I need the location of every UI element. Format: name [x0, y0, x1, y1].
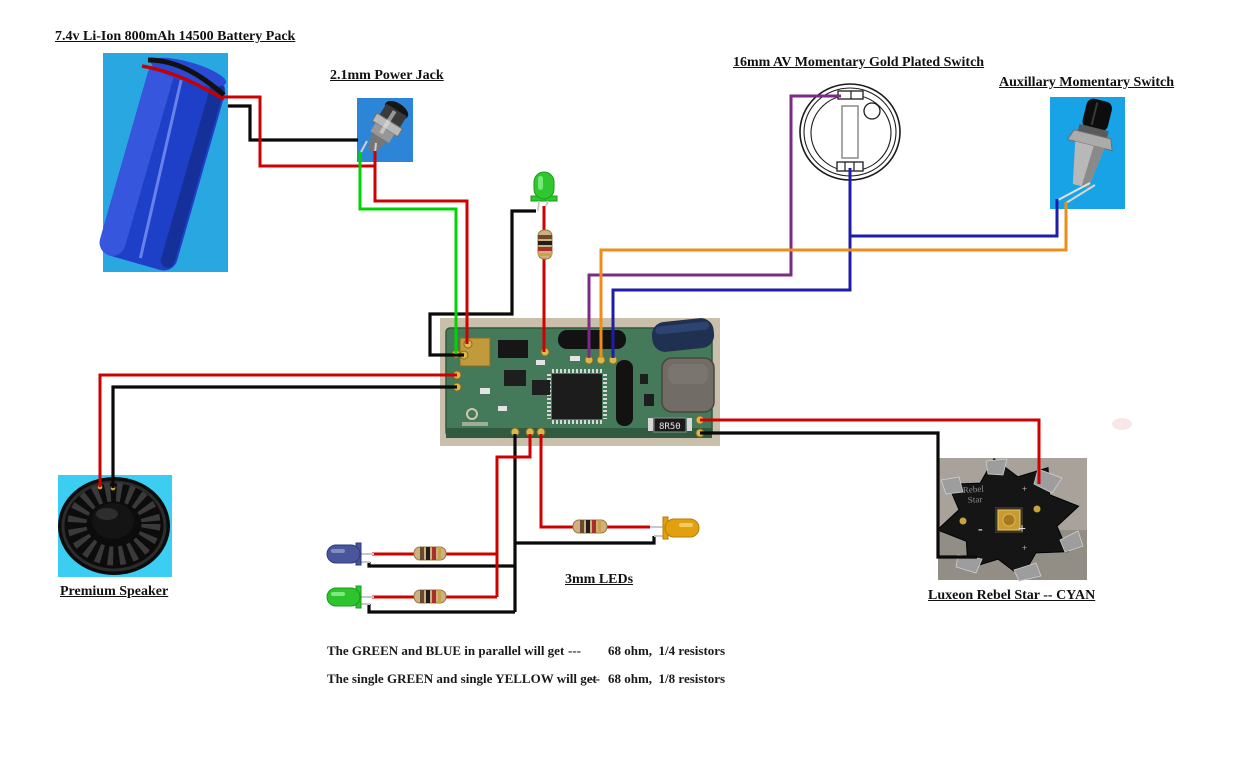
- av-switch-locator-hole: [863, 102, 881, 120]
- wire-green-led-cathode: [428, 209, 536, 357]
- note-line1-dashes: ---: [568, 643, 581, 658]
- luxeon-corner-mark: +: [1022, 484, 1027, 494]
- wire-aux-switch-orange: [599, 202, 1068, 358]
- pcb-inductor-vertical: [616, 360, 633, 426]
- note-line2-text: The single GREEN and single YELLOW will …: [327, 671, 597, 686]
- jack-lead-stub: [360, 140, 368, 153]
- av-switch-label: 16mm AV Momentary Gold Plated Switch: [733, 55, 985, 70]
- wire-luxeon-positive: [700, 418, 1041, 484]
- resistor-yellow-led: [572, 519, 608, 534]
- luxeon-brand-line1: Rebel: [962, 484, 984, 495]
- blue-led: [326, 542, 374, 566]
- wire-jack-positive: [373, 151, 469, 344]
- pcb-inductor-horizontal: [558, 330, 626, 349]
- pcb-power-resistor: [653, 417, 687, 433]
- luxeon-solder-patches: [940, 458, 1084, 582]
- luxeon-minus-mark: -: [978, 522, 983, 537]
- wire-av-switch-bottom: [611, 168, 852, 358]
- aux-switch-image: [1050, 97, 1125, 209]
- luxeon-via: [1033, 505, 1041, 513]
- battery-red-lead: [141, 64, 225, 101]
- aux-switch-label: Auxillary Momentary Switch: [999, 75, 1174, 90]
- wire-battery-negative: [228, 104, 358, 142]
- aux-lead-stub: [1057, 182, 1091, 201]
- black-wires: [111, 104, 977, 614]
- watermark-artifact: [1112, 418, 1132, 430]
- note-line2-value: 68 ohm, 1/8 resistors: [608, 671, 726, 686]
- wire-speaker-positive: [98, 373, 457, 487]
- note-line1-text: The GREEN and BLUE in parallel will get: [327, 643, 565, 658]
- aux-switch-body: [1066, 98, 1113, 188]
- jack-barrel: [367, 100, 409, 153]
- wire-yellow-led-feed: [539, 434, 650, 529]
- leds-label: 3mm LEDs: [565, 572, 634, 587]
- pcb-ic-small: [498, 340, 528, 358]
- power-jack-image: [357, 98, 413, 162]
- av-switch-drawing: [799, 83, 901, 181]
- green-led-bottom: [326, 585, 374, 609]
- speaker-blades: [67, 482, 161, 566]
- power-jack-label: 2.1mm Power Jack: [330, 68, 444, 83]
- led-lead: [545, 200, 549, 207]
- pcb-mcu-chip: [552, 374, 602, 419]
- wire-blue-led-return: [367, 562, 515, 568]
- battery-cells: [99, 57, 227, 271]
- luxeon-corner-mark: +: [1022, 543, 1027, 553]
- wire-aux-switch-blue: [850, 199, 1059, 238]
- wire-luxeon-negative: [700, 431, 977, 559]
- luxeon-brand-line2: Star: [967, 494, 982, 505]
- luxeon-plus-mark: +: [1018, 522, 1026, 537]
- navy-wires: [611, 168, 1059, 358]
- green-wires: [358, 152, 458, 354]
- resistor-green-led: [537, 229, 553, 260]
- luxeon-label: Luxeon Rebel Star -- CYAN: [928, 588, 1096, 603]
- luxeon-via: [959, 517, 967, 525]
- wire-battery-positive: [223, 95, 375, 168]
- purple-wires: [587, 94, 841, 358]
- battery-pack-image: [99, 53, 228, 272]
- luxeon-star-image: Rebel Star - + + +: [936, 457, 1087, 582]
- av-switch-actuator: [841, 105, 859, 159]
- wire-av-switch-top: [587, 94, 841, 358]
- speaker-image: [58, 475, 172, 577]
- note-line1-value: 68 ohm, 1/4 resistors: [608, 643, 726, 658]
- speaker-label: Premium Speaker: [60, 584, 169, 599]
- battery-black-lead: [147, 57, 226, 97]
- wire-jack-ground: [358, 152, 458, 354]
- wire-green-led2-return: [367, 604, 515, 614]
- jack-lead-stub: [374, 142, 377, 153]
- note-line2-dashes: ---: [587, 671, 600, 686]
- wire-parallel-led-feed: [495, 434, 532, 597]
- resistor-green-led-bottom: [413, 589, 447, 604]
- orange-wires: [599, 202, 1068, 358]
- wire-speaker-negative: [111, 385, 457, 488]
- green-led-top: [530, 171, 558, 212]
- pcb-image: 8R50: [440, 318, 720, 446]
- resistor-blue-led: [413, 546, 447, 561]
- battery-label: 7.4v Li-Ion 800mAh 14500 Battery Pack: [55, 29, 296, 44]
- speaker-dome: [92, 503, 134, 539]
- wire-yellow-led-return: [515, 536, 656, 545]
- aux-lead-stub: [1065, 184, 1096, 204]
- pcb-smd-details: [462, 356, 692, 431]
- yellow-led: [650, 516, 700, 540]
- pcb-resistor-marking: 8R50: [659, 422, 681, 432]
- led-lead: [537, 200, 540, 212]
